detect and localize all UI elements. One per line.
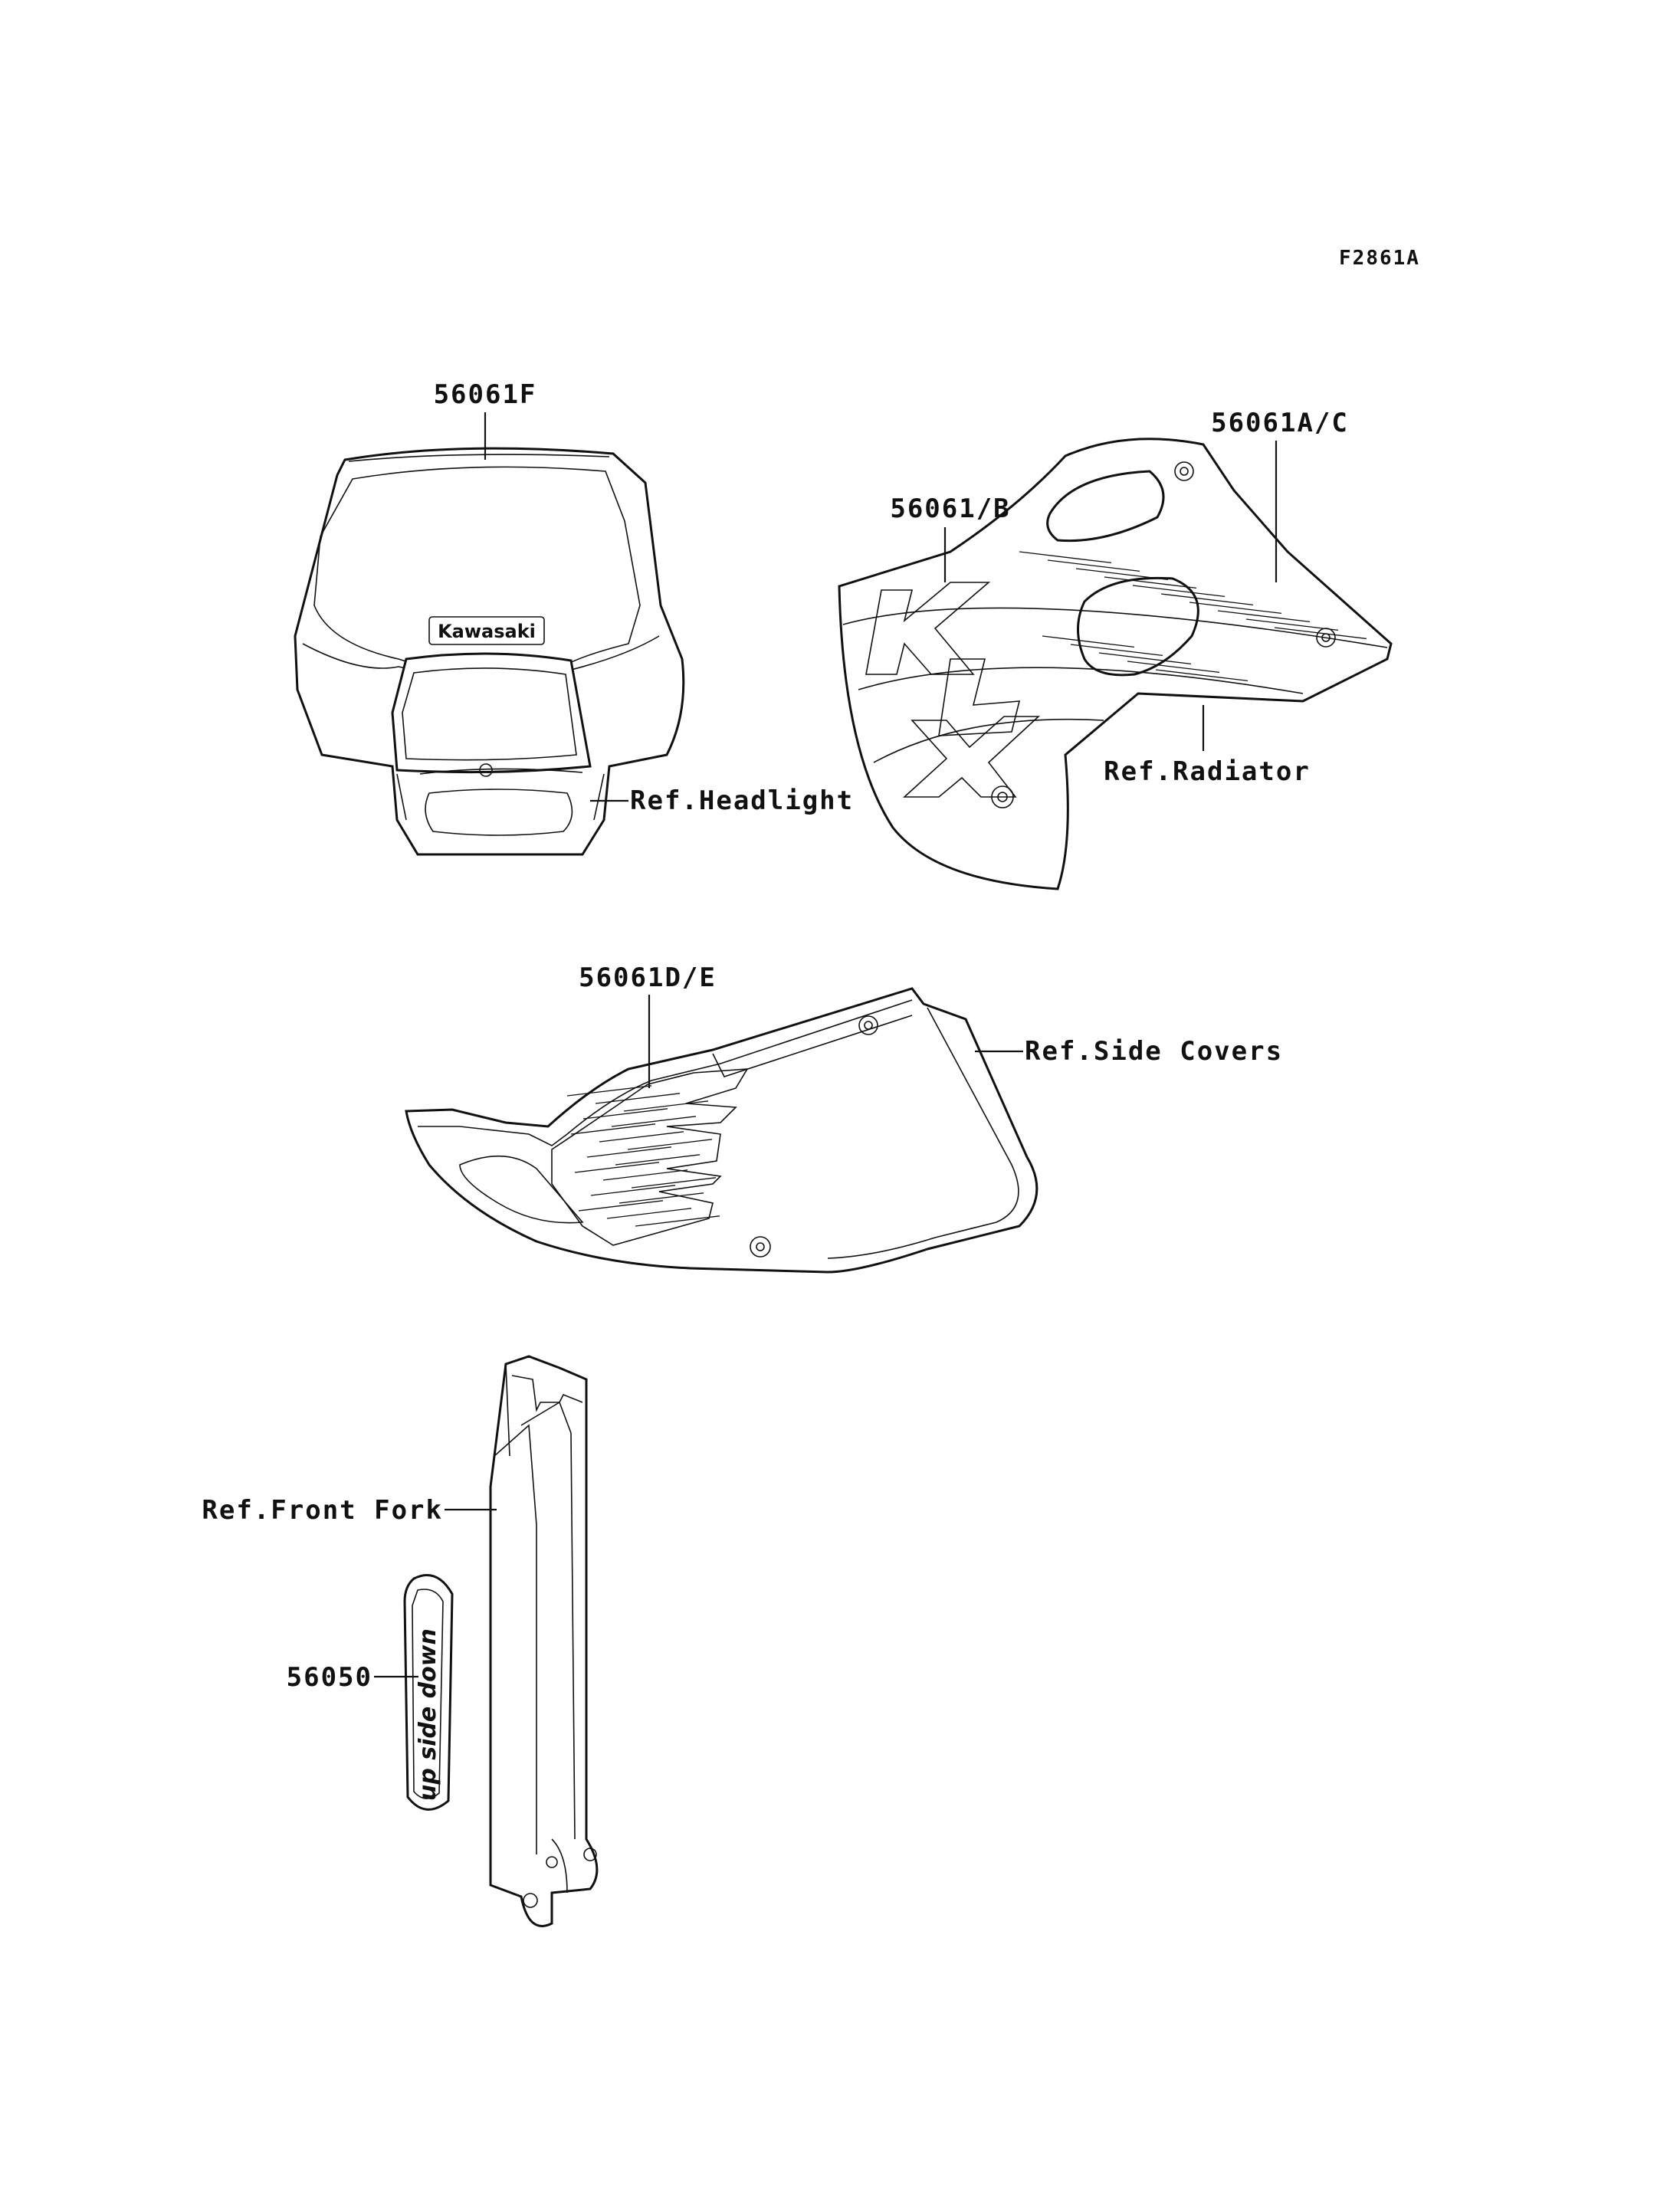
hatch-stroke <box>1127 661 1220 674</box>
hatch-stroke <box>1070 644 1163 657</box>
label-fork-decal: 56050 <box>287 1662 372 1693</box>
hatch-stroke <box>1042 635 1135 648</box>
hatch-stroke <box>1132 585 1226 598</box>
hatch-stroke <box>615 1154 701 1166</box>
hatch-stroke <box>566 1085 652 1097</box>
label-ref-radiator: Ref.Radiator <box>1104 756 1311 787</box>
hatch-stroke <box>611 1116 697 1127</box>
radiator-shroud-illustration <box>838 438 1393 890</box>
label-radiator-decal-b: 56061/B <box>890 494 1010 524</box>
hatch-stroke <box>595 1093 681 1104</box>
hatch-stroke <box>1189 602 1282 615</box>
hatch-stroke <box>582 1108 668 1120</box>
hatch-stroke <box>1047 559 1140 572</box>
hatch-stroke <box>1098 652 1192 665</box>
radiator-hatching <box>1019 551 1367 682</box>
hatch-stroke <box>586 1146 672 1158</box>
front-fork-guard-illustration: up side down <box>403 1355 599 1927</box>
side-cover-illustration <box>405 987 1039 1274</box>
label-side-cover-decal: 56061D/E <box>579 962 717 993</box>
label-ref-headlight: Ref.Headlight <box>630 785 854 816</box>
label-ref-side-covers: Ref.Side Covers <box>1025 1036 1283 1067</box>
hatch-stroke <box>619 1192 704 1204</box>
hatch-stroke <box>635 1215 720 1227</box>
hatch-stroke <box>574 1162 660 1173</box>
headlight-cowl-illustration: Kawasaki <box>294 447 685 856</box>
hatch-stroke <box>606 1208 692 1219</box>
hatch-stroke <box>1245 618 1339 631</box>
label-headlight-decal: 56061F <box>434 379 537 410</box>
hatch-stroke <box>599 1131 684 1143</box>
hatch-stroke <box>1274 627 1367 640</box>
fork-logo-text: up side down <box>415 1628 441 1801</box>
hatch-stroke <box>1104 576 1197 589</box>
hatch-stroke <box>1019 551 1112 564</box>
hatch-stroke <box>1155 669 1249 682</box>
label-radiator-decal-ac: 56061A/C <box>1211 408 1349 438</box>
hatch-stroke <box>1217 610 1311 623</box>
hatch-stroke <box>623 1100 709 1112</box>
hatch-stroke <box>602 1169 688 1181</box>
hatch-stroke <box>1075 568 1169 581</box>
hatch-stroke <box>1160 593 1254 606</box>
hatch-stroke <box>590 1185 676 1196</box>
hatch-stroke <box>578 1200 664 1212</box>
hatch-stroke <box>627 1139 713 1150</box>
hatch-stroke <box>631 1177 717 1189</box>
hatch-stroke <box>570 1123 656 1135</box>
side-cover-hatching <box>566 1085 720 1227</box>
label-ref-front-fork: Ref.Front Fork <box>202 1495 443 1526</box>
headlight-logo-text: Kawasaki <box>438 621 536 642</box>
figure-code: F2861A <box>1339 247 1420 270</box>
